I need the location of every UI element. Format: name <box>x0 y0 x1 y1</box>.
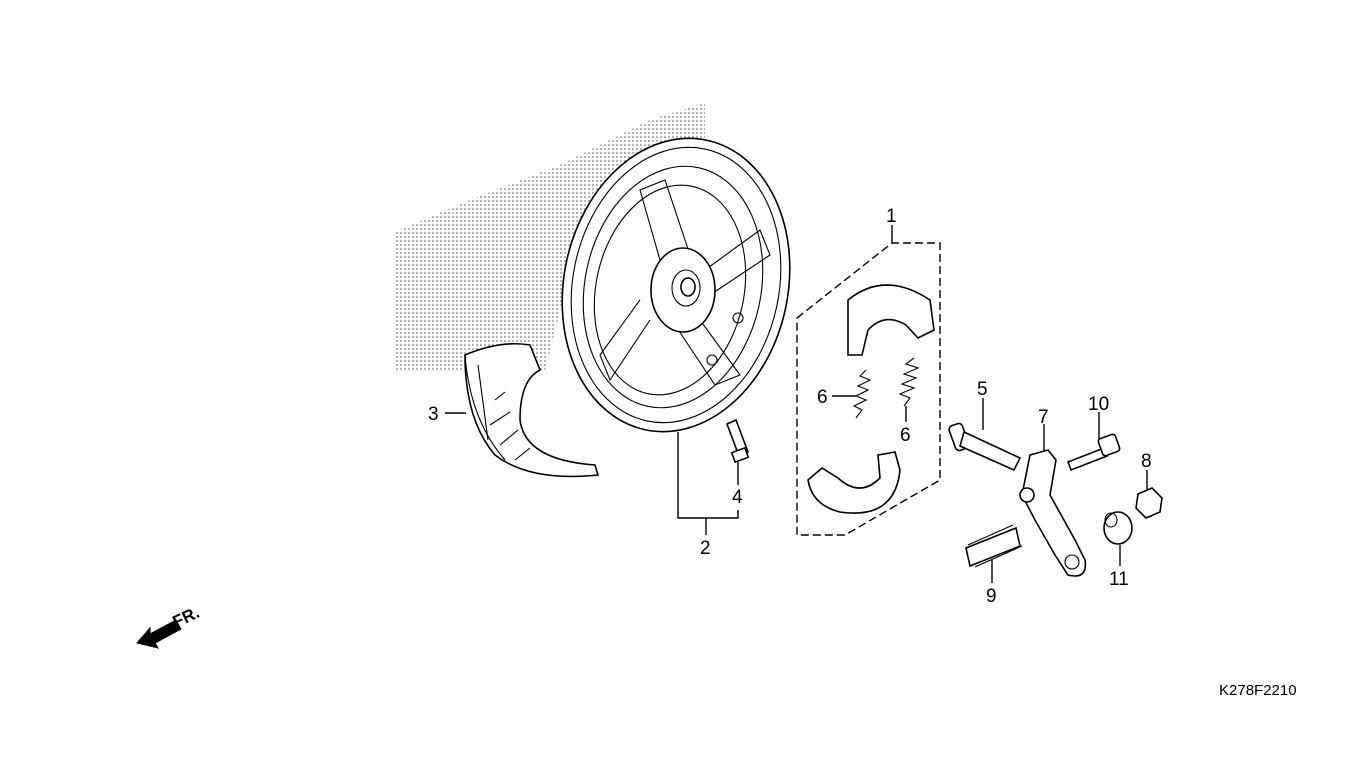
callout-8: 8 <box>1141 451 1152 472</box>
brake-arm <box>1021 449 1087 577</box>
callout-7: 7 <box>1038 407 1049 428</box>
brake-arm-bolt <box>1066 433 1121 472</box>
callout-6-right: 6 <box>900 425 911 446</box>
callout-2: 2 <box>700 538 711 559</box>
brake-shoe-lower <box>807 451 901 514</box>
brake-shoe-upper <box>847 284 935 356</box>
tire-valve <box>725 418 750 464</box>
callout-5: 5 <box>977 379 988 400</box>
leader-lines <box>445 225 1148 583</box>
tire <box>464 342 600 478</box>
callout-10: 10 <box>1088 394 1109 415</box>
rear-wheel <box>561 137 791 433</box>
callout-1: 1 <box>886 206 897 227</box>
joint-piece <box>1103 511 1133 545</box>
callout-11: 11 <box>1109 569 1129 590</box>
brake-shoe-spring-left <box>852 369 872 419</box>
brake-cam <box>948 422 1022 472</box>
callout-3: 3 <box>428 404 439 425</box>
brake-shoe-spring-right <box>898 357 920 407</box>
nut <box>1135 487 1163 519</box>
illustration-code: K278F2210 <box>1219 682 1297 699</box>
callout-6-left: 6 <box>817 387 828 408</box>
front-direction-arrow-icon <box>136 619 182 649</box>
callout-4: 4 <box>732 487 743 508</box>
callout-9: 9 <box>986 586 997 607</box>
